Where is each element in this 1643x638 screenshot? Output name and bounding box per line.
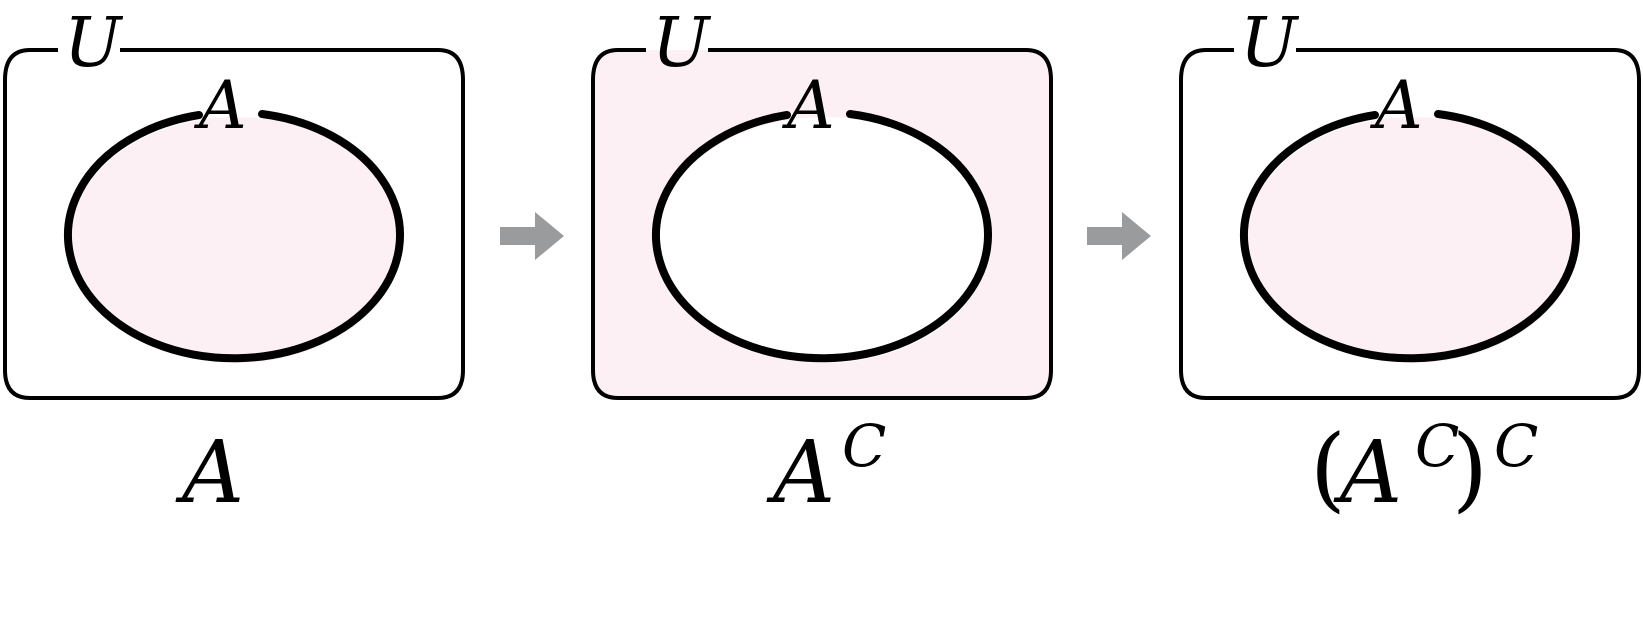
universe-label: U <box>1240 4 1300 83</box>
panel-double-complement: U A ( A C ) C <box>1179 4 1641 523</box>
caption-close-paren: ) <box>1452 415 1488 522</box>
caption-complement-sup: C <box>842 412 886 480</box>
caption-a: A <box>175 423 244 523</box>
set-a-hole <box>658 117 990 363</box>
caption-a-base: A <box>1333 423 1402 523</box>
panel-complement-a: U A A C <box>591 4 1053 523</box>
universe-label: U <box>652 4 712 83</box>
universe-box <box>1179 48 1641 400</box>
set-a-fill <box>1246 117 1578 363</box>
set-a-label: A <box>193 67 247 144</box>
set-a-circle <box>652 110 992 363</box>
caption-a-base: A <box>766 423 835 523</box>
set-a-label: A <box>781 67 835 144</box>
caption-inner-sup: C <box>1415 412 1459 480</box>
set-a-circle <box>1240 110 1580 363</box>
set-a-fill <box>70 117 402 363</box>
right-arrow-icon <box>500 212 564 260</box>
caption-outer-sup: C <box>1494 412 1538 480</box>
universe-label: U <box>64 4 124 83</box>
caption-open-paren: ( <box>1310 415 1346 522</box>
universe-box <box>591 48 1053 400</box>
right-arrow-icon <box>1087 212 1151 260</box>
set-a-label: A <box>1369 67 1423 144</box>
panel-set-a: U A A <box>3 4 465 523</box>
universe-box <box>3 48 465 400</box>
set-a-circle <box>64 110 404 363</box>
